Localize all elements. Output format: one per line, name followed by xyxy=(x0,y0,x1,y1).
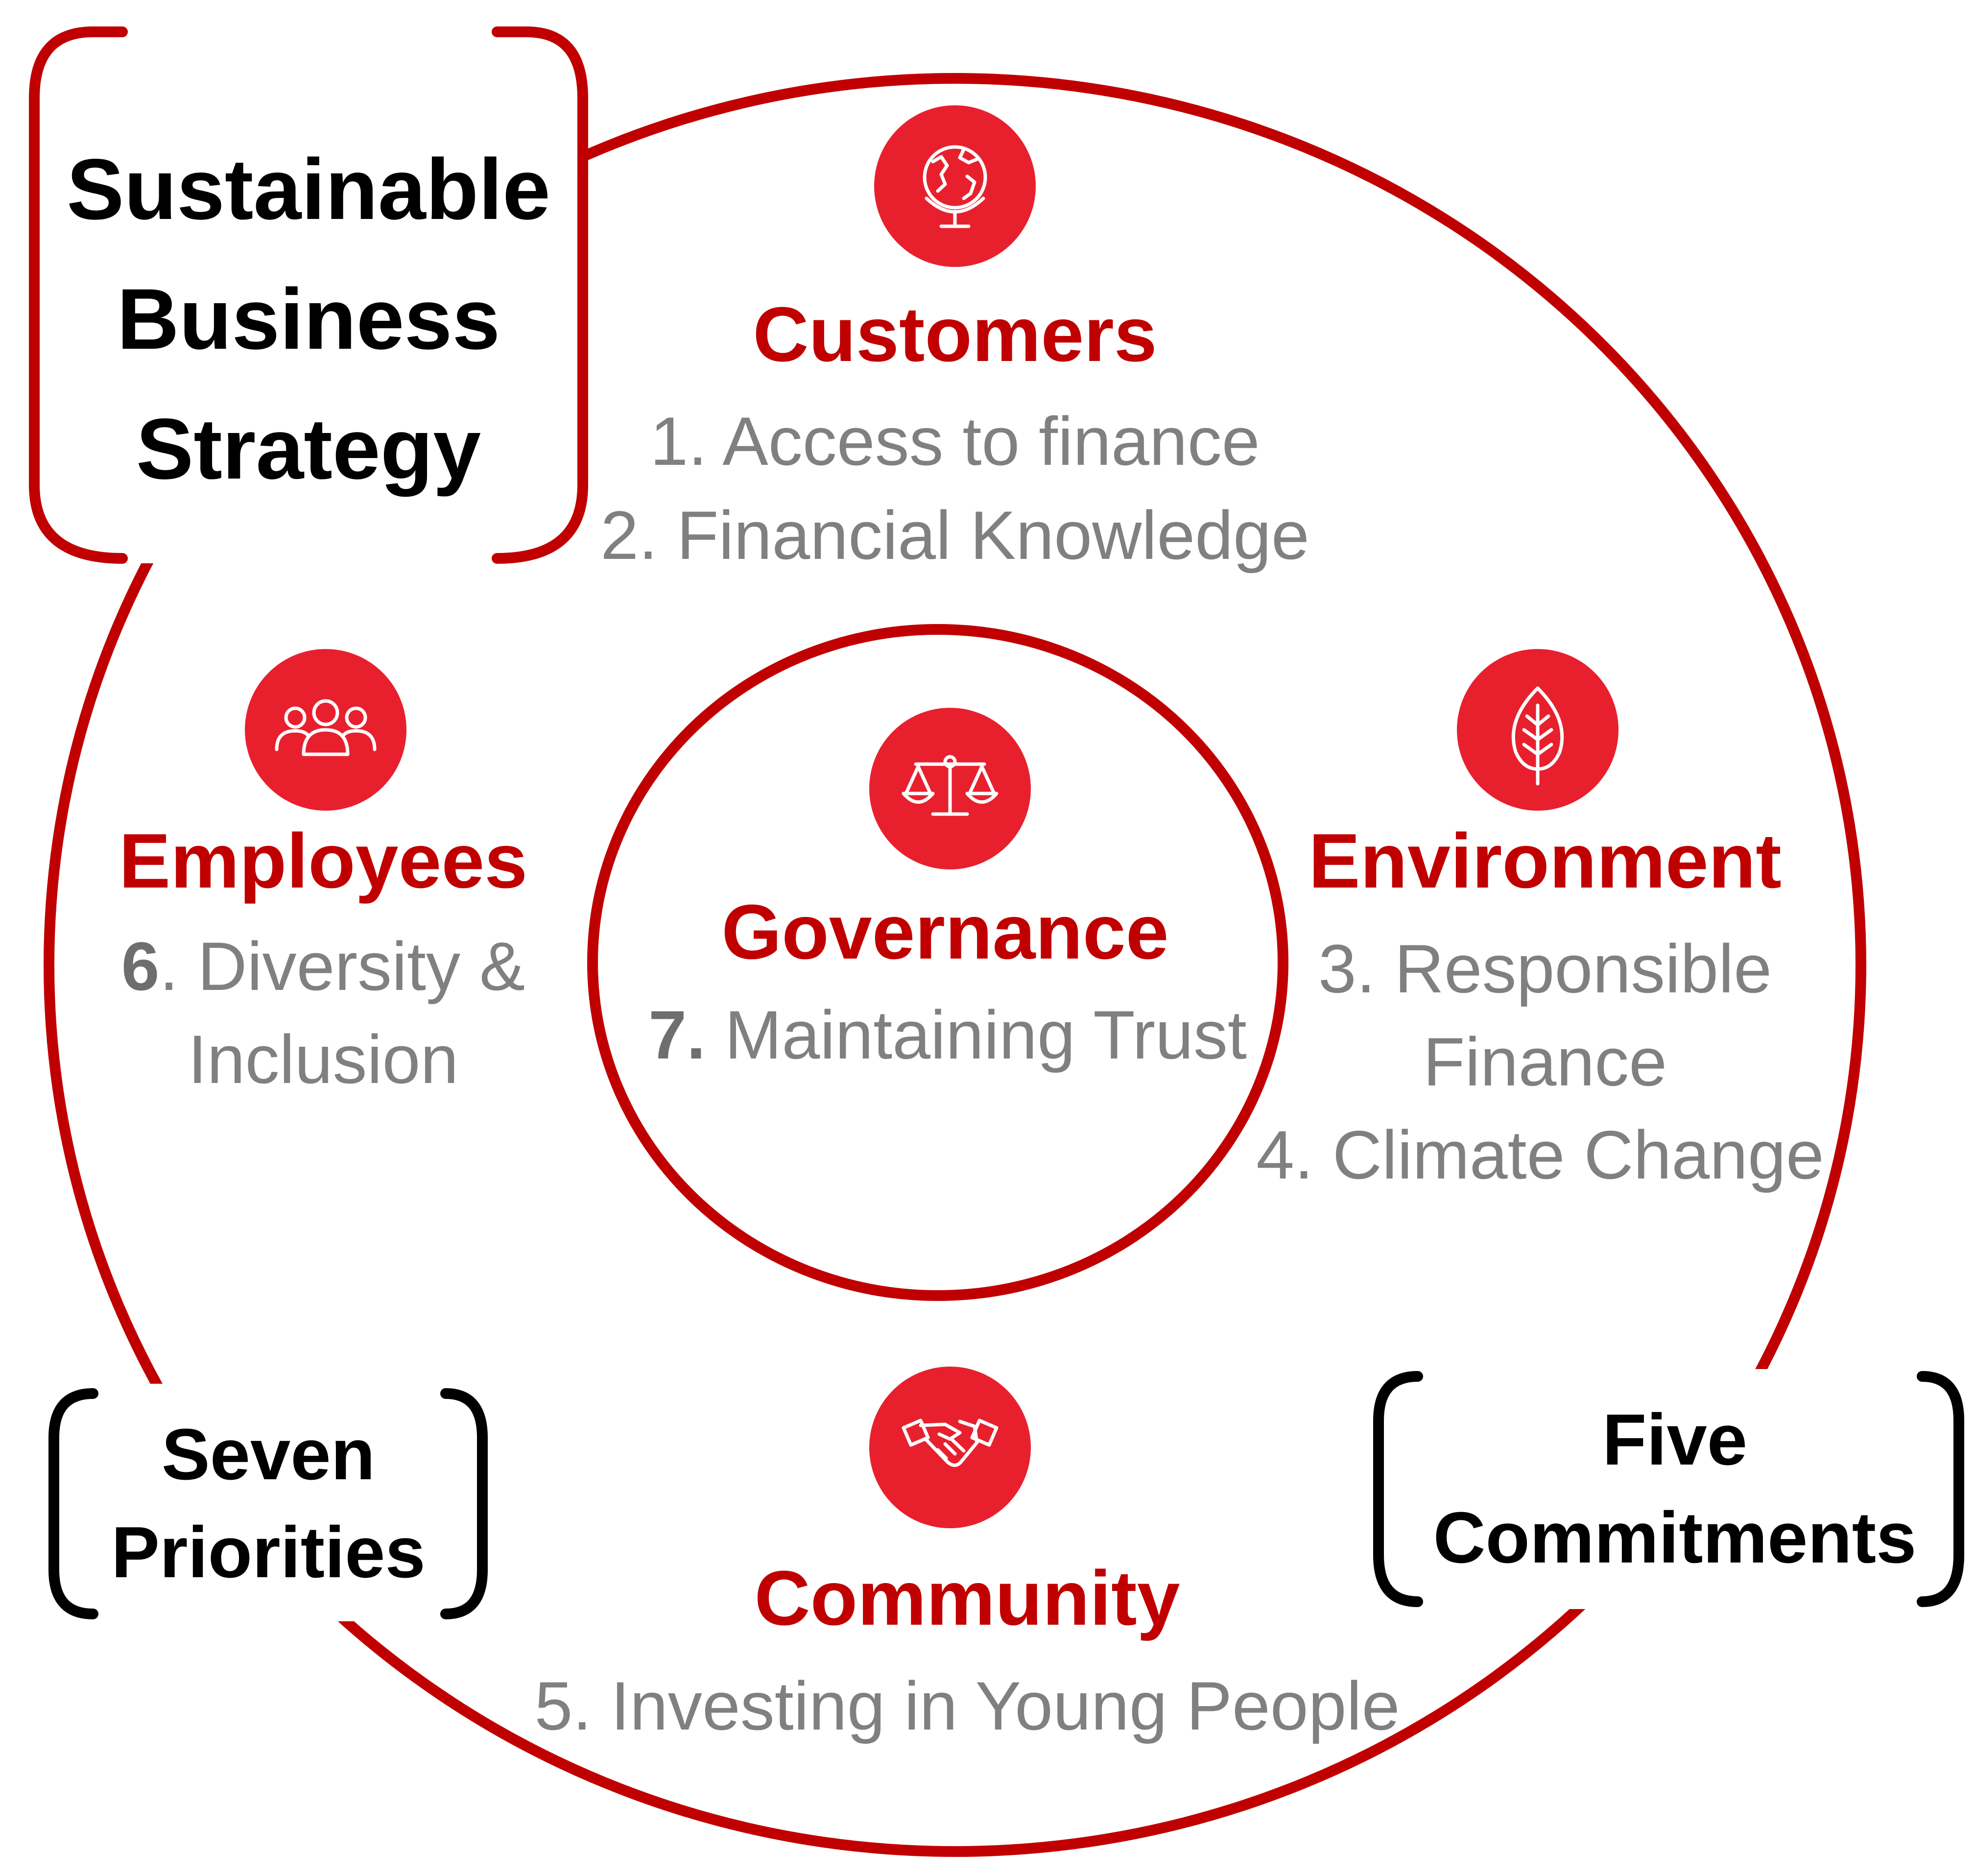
governance-item-text: Maintaining Trust xyxy=(705,996,1247,1073)
customers-heading: Customers xyxy=(753,291,1157,378)
main-title: Sustainable Business Strategy xyxy=(67,125,550,514)
title-box-mask xyxy=(29,24,588,563)
main-title-line-1: Sustainable xyxy=(67,142,550,238)
title-bracket-left xyxy=(29,26,128,564)
seven-priorities-bracket-left xyxy=(48,1388,98,1619)
employees-heading: Employees xyxy=(119,818,528,904)
employees-item-number: 6 xyxy=(121,928,160,1005)
environment-item-3: 4. Climate Change xyxy=(1256,1116,1824,1193)
environment-heading: Environment xyxy=(1309,818,1782,904)
balance-scale-icon xyxy=(869,708,1031,869)
people-group-icon xyxy=(245,649,406,811)
environment-item-1: 3. Responsible xyxy=(1318,930,1772,1007)
seven-priorities-mask xyxy=(47,1384,497,1621)
five-commitments-line-1: Five xyxy=(1602,1399,1748,1480)
globe-icon xyxy=(874,105,1036,267)
five-commitments-mask xyxy=(1371,1369,1966,1609)
seven-priorities-bracket-right xyxy=(440,1388,488,1619)
employees-item-line-1: 6. Diversity & xyxy=(121,926,525,1007)
seven-priorities-line-2: Priorities xyxy=(111,1512,426,1593)
governance-item-number: 7. xyxy=(648,996,706,1073)
five-commitments-bracket-right xyxy=(1917,1371,1964,1607)
seven-priorities-line-1: Seven xyxy=(161,1414,376,1495)
main-title-line-2: Business xyxy=(117,271,500,367)
outer-ring xyxy=(44,73,1866,1857)
community-heading: Community xyxy=(754,1555,1180,1641)
governance-item: 7. Maintaining Trust xyxy=(648,994,1247,1075)
five-commitments-label: Five Commitments xyxy=(1433,1391,1917,1587)
five-commitments-bracket-left xyxy=(1373,1371,1423,1607)
main-title-line-3: Strategy xyxy=(136,401,481,497)
customers-item-1: 1. Access to finance xyxy=(650,403,1260,480)
handshake-icon xyxy=(869,1367,1031,1528)
customers-item-2: 2. Financial Knowledge xyxy=(600,497,1309,574)
environment-item-2: Finance xyxy=(1423,1023,1667,1100)
inner-ring xyxy=(587,624,1288,1301)
seven-priorities-label: Seven Priorities xyxy=(111,1406,426,1602)
employees-item-text: . Diversity & xyxy=(159,928,525,1005)
leaf-icon xyxy=(1457,649,1618,811)
five-commitments-line-2: Commitments xyxy=(1433,1497,1917,1578)
employees-item-line-2: Inclusion xyxy=(188,1021,459,1098)
governance-heading: Governance xyxy=(721,889,1169,975)
community-item-1: 5. Investing in Young People xyxy=(534,1667,1400,1744)
title-bracket-right xyxy=(492,26,588,564)
